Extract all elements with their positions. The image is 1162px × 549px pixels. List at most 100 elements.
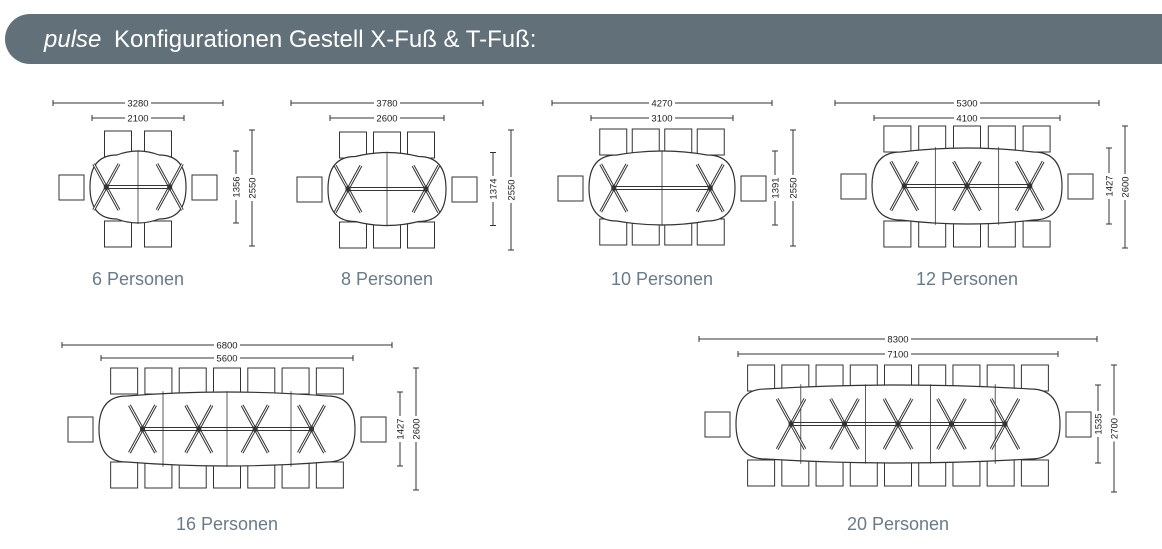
chair bbox=[67, 416, 94, 443]
dimension-label: 1427 bbox=[1105, 175, 1116, 196]
chair bbox=[360, 416, 387, 443]
dimension-label: 2550 bbox=[789, 177, 800, 198]
chair bbox=[1022, 125, 1051, 153]
dimension-outer-depth: 2700 bbox=[1109, 364, 1121, 493]
chair bbox=[144, 367, 173, 395]
configuration-caption: 6 Personen bbox=[92, 269, 184, 289]
configuration-caption: 8 Personen bbox=[341, 269, 433, 289]
chair bbox=[315, 461, 344, 489]
chair bbox=[281, 461, 310, 489]
dimension-label: 2550 bbox=[507, 179, 518, 200]
dimension-label: 2550 bbox=[248, 177, 259, 198]
chair bbox=[339, 131, 367, 159]
leg-hub bbox=[964, 183, 970, 189]
configuration-3: 4270 3100 1391 2550 10 Personen bbox=[551, 98, 800, 289]
dimension-outer-width: 4270 bbox=[551, 98, 773, 110]
dimension-label-bg bbox=[395, 416, 405, 442]
x-leg bbox=[1014, 160, 1045, 212]
x-leg bbox=[184, 404, 214, 454]
dimension-label-bg bbox=[1104, 173, 1114, 199]
chair bbox=[918, 220, 947, 248]
chair bbox=[599, 128, 628, 156]
chair bbox=[704, 411, 731, 438]
chair bbox=[144, 461, 173, 489]
dimension-table-width: 2600 bbox=[329, 113, 445, 125]
x-leg bbox=[128, 404, 157, 454]
dimension-table-width: 2100 bbox=[91, 113, 185, 125]
dimension-label: 3280 bbox=[127, 99, 148, 110]
dimension-outer-width: 6800 bbox=[61, 340, 393, 352]
chair bbox=[815, 459, 844, 487]
dimension-label-bg bbox=[649, 113, 675, 123]
dimension-label: 2600 bbox=[412, 418, 423, 439]
dimension-label: 5600 bbox=[216, 354, 237, 365]
dimension-label: 1374 bbox=[489, 178, 500, 199]
dimension-label-bg bbox=[1093, 411, 1103, 437]
chair bbox=[281, 367, 310, 395]
chair bbox=[1067, 173, 1094, 200]
x-leg bbox=[92, 163, 121, 211]
leg-hub bbox=[842, 421, 848, 427]
leg-hub bbox=[611, 185, 617, 191]
page-title: pulse Konfigurationen Gestell X-Fuß & T-… bbox=[43, 26, 536, 53]
chair bbox=[451, 176, 478, 203]
leg-hub bbox=[140, 426, 146, 432]
dimension-label-bg bbox=[788, 175, 798, 201]
dimension-label-bg bbox=[488, 176, 498, 202]
chair bbox=[178, 367, 207, 395]
dimension-label-bg bbox=[411, 416, 421, 442]
dimension-table-depth: 1427 bbox=[1104, 147, 1116, 225]
dimension-label-bg bbox=[885, 349, 911, 359]
dimension-label-bg bbox=[506, 177, 516, 203]
dimension-label-bg bbox=[1109, 415, 1119, 442]
header-background bbox=[5, 14, 1162, 64]
dimension-label-bg bbox=[1120, 174, 1130, 200]
dimension-outer-depth: 2550 bbox=[247, 129, 259, 247]
dimension-outer-width: 3780 bbox=[290, 98, 484, 110]
dimension-label-bg bbox=[954, 98, 980, 108]
x-leg bbox=[775, 398, 807, 450]
dimension-label-bg bbox=[954, 113, 980, 123]
chair bbox=[247, 367, 276, 395]
dimension-table-depth: 1391 bbox=[770, 150, 782, 226]
chair bbox=[918, 459, 947, 487]
chair bbox=[58, 174, 85, 201]
dimension-label-bg bbox=[125, 98, 151, 108]
dimension-label: 8300 bbox=[887, 335, 908, 346]
chair bbox=[373, 221, 401, 249]
x-leg bbox=[989, 398, 1021, 450]
dimension-table-width: 3100 bbox=[590, 113, 734, 125]
dimension-label-bg bbox=[649, 98, 675, 108]
title-text: Konfigurationen Gestell X-Fuß & T-Fuß: bbox=[114, 26, 536, 53]
chair bbox=[696, 128, 725, 156]
chair bbox=[884, 459, 912, 487]
x-leg bbox=[240, 404, 270, 454]
leg-hub bbox=[707, 185, 713, 191]
dimension-label: 3100 bbox=[651, 114, 672, 125]
header-banner: pulse Konfigurationen Gestell X-Fuß & T-… bbox=[5, 14, 1162, 64]
chair bbox=[407, 131, 435, 159]
configuration-caption: 10 Personen bbox=[611, 269, 713, 289]
leg-hub bbox=[345, 186, 351, 192]
dimension-label: 4100 bbox=[956, 114, 977, 125]
dimension-label: 6800 bbox=[216, 341, 237, 352]
chair bbox=[747, 364, 776, 392]
dimension-table-width: 5600 bbox=[100, 353, 354, 365]
dimension-label: 1535 bbox=[1094, 413, 1105, 434]
dimension-table-width: 4100 bbox=[873, 113, 1061, 125]
dimension-outer-width: 5300 bbox=[834, 98, 1100, 110]
chair bbox=[213, 367, 241, 395]
chair bbox=[339, 221, 367, 249]
dimension-label-bg bbox=[214, 353, 240, 363]
chair bbox=[599, 218, 628, 246]
x-leg bbox=[829, 398, 860, 450]
chair bbox=[953, 220, 981, 248]
leg-hub bbox=[1002, 421, 1008, 427]
dimension-outer-depth: 2600 bbox=[1120, 125, 1132, 249]
chair bbox=[557, 175, 584, 202]
dimension-label-bg bbox=[247, 175, 257, 201]
